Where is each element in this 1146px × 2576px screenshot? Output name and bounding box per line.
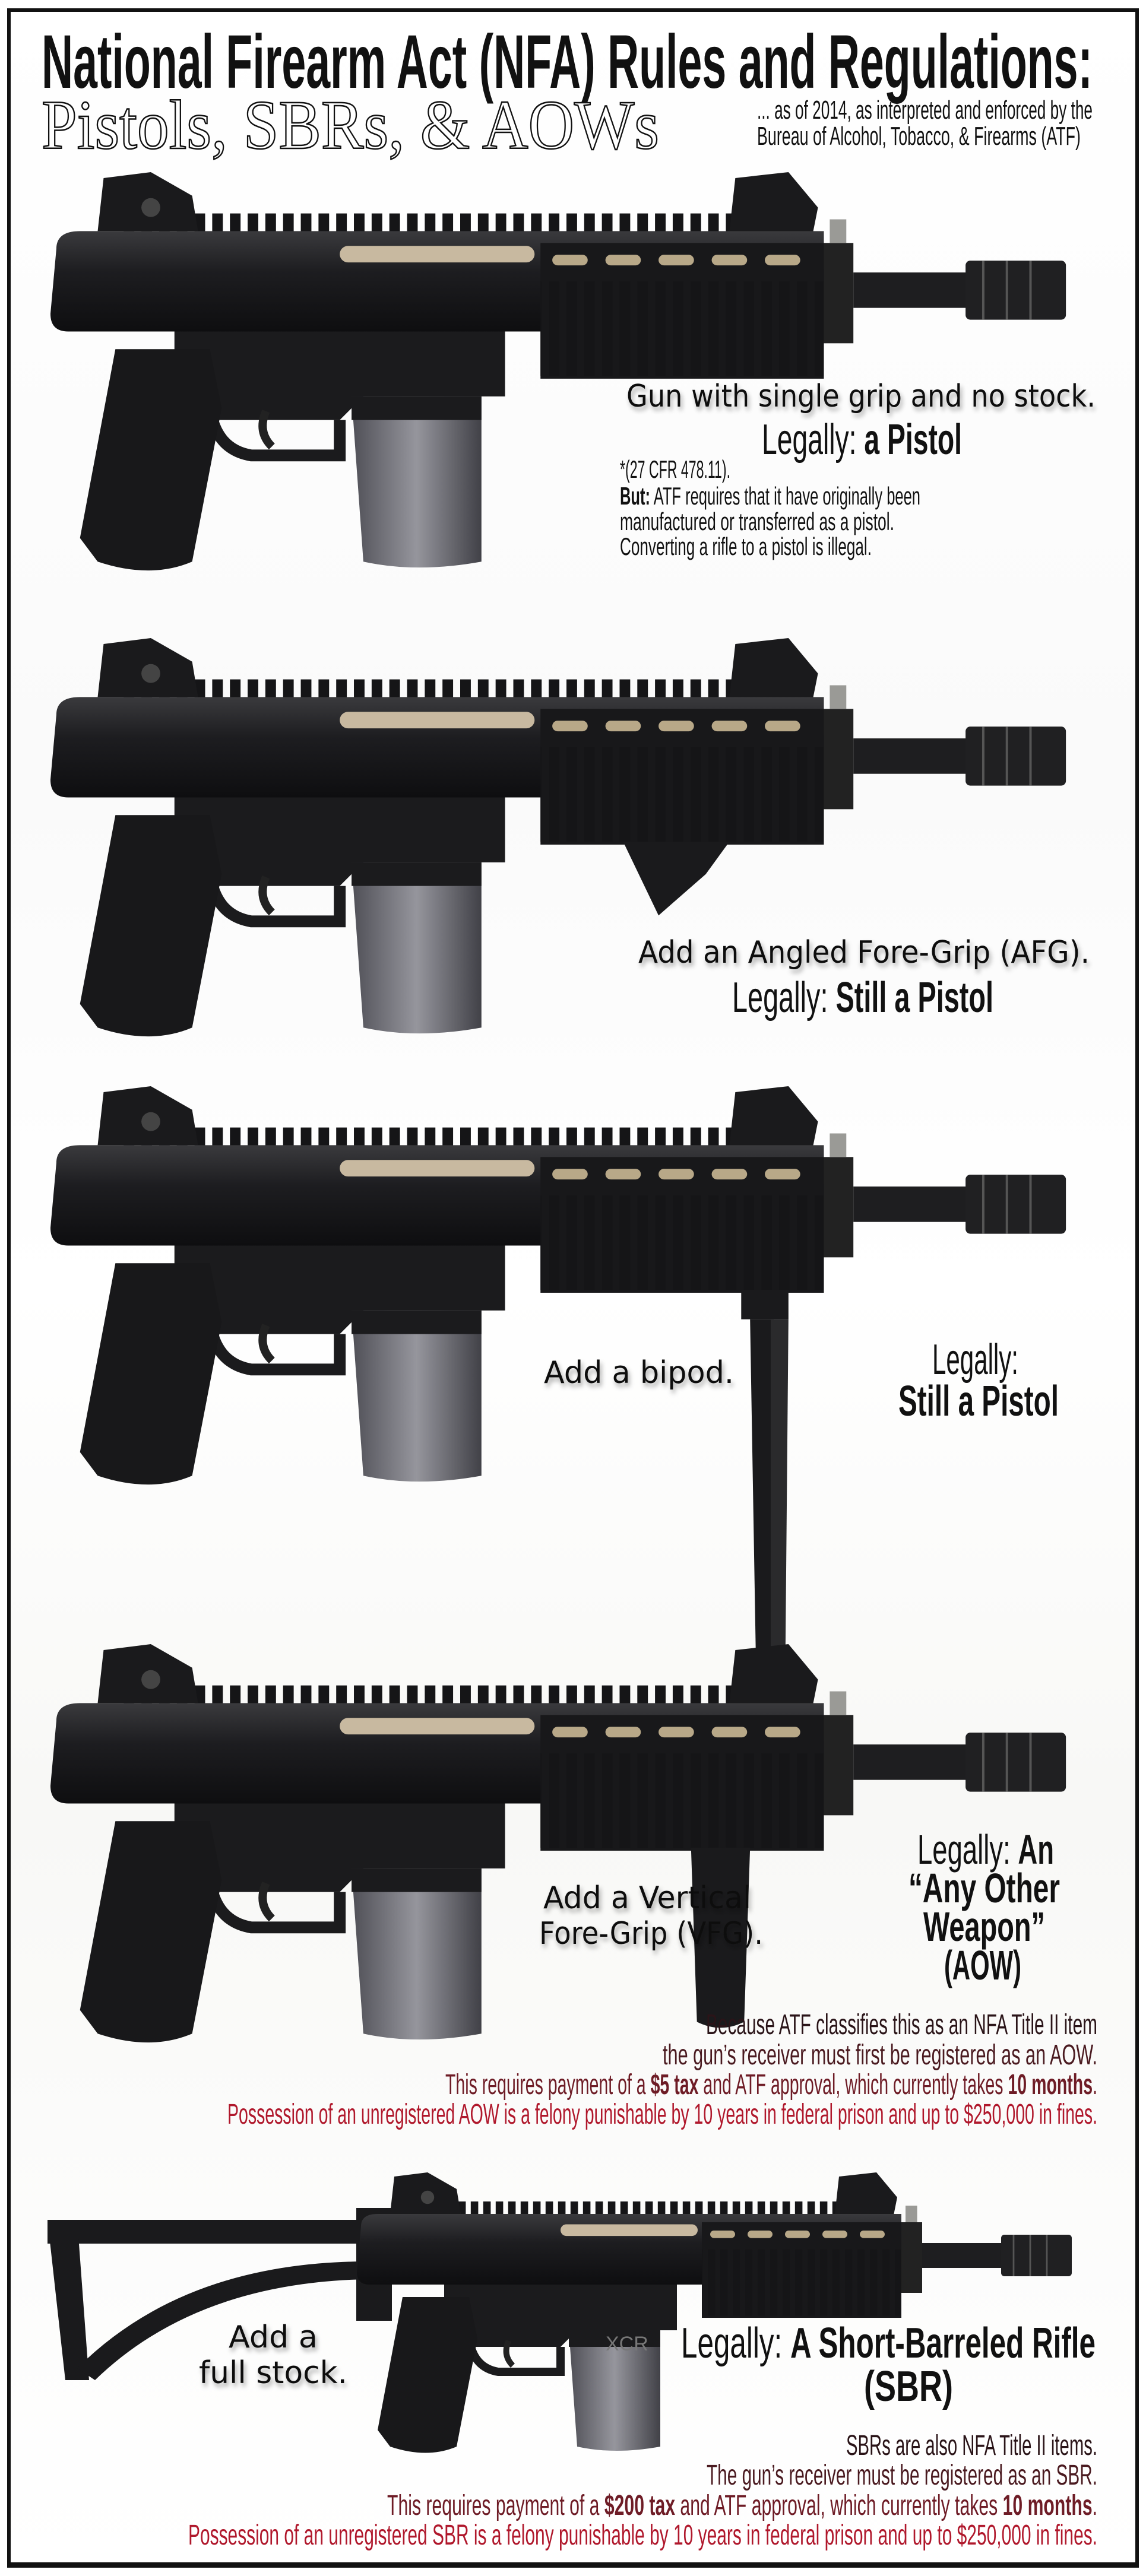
- panel5-legal-status: Legally: A Short-Barreled Rifle (SBR): [681, 2320, 1096, 2410]
- panel1-legal-status: Legally: a Pistol: [762, 416, 962, 464]
- sbr-explanation: SBRs are also NFA Title II items. The gu…: [188, 2430, 1097, 2551]
- svg-text:SBRs are also NFA Title II ite: SBRs are also NFA Title II items.: [846, 2430, 1097, 2461]
- svg-text:But: ATF requires that it have: But: ATF requires that it have originall…: [620, 482, 920, 510]
- panel2-legal-status: Legally: Still a Pistol: [732, 974, 993, 1021]
- panel2-caption: Add an Angled Fore-Grip (AFG).: [638, 935, 1090, 970]
- page-title: National Firearm Act (NFA) Rules and Reg…: [42, 20, 1093, 104]
- angled-fore-grip: [623, 842, 730, 916]
- svg-text:Possession of an unregistered: Possession of an unregistered SBR is a f…: [188, 2520, 1097, 2551]
- svg-text:This requires payment of a $5: This requires payment of a $5 tax and AT…: [445, 2069, 1097, 2101]
- svg-text:Legally:: Legally:: [932, 1336, 1018, 1384]
- pistol-with-vfg-image: [33, 1644, 1096, 2057]
- sbr-image: XCR: [48, 2172, 1093, 2505]
- svg-text:Still a Pistol: Still a Pistol: [898, 1378, 1059, 1425]
- svg-text:manufactured or transferred as: manufactured or transferred as a pistol.: [620, 507, 894, 535]
- svg-text:*(27 CFR 478.11).: *(27 CFR 478.11).: [620, 455, 730, 483]
- header-note: ... as of 2014, as interpreted and enfor…: [757, 96, 1093, 151]
- svg-text:Add a: Add a: [229, 2320, 318, 2355]
- svg-text:Fore-Grip (VFG).: Fore-Grip (VFG).: [539, 1916, 763, 1952]
- svg-text:Converting a rifle to a pistol: Converting a rifle to a pistol is illega…: [620, 532, 872, 560]
- svg-text:Weapon”: Weapon”: [923, 1904, 1045, 1950]
- vertical-fore-grip: [691, 1848, 751, 2028]
- page-subtitle: Pistols, SBRs, & AOWs: [42, 86, 659, 164]
- svg-text:Because ATF classifies this as: Because ATF classifies this as an NFA Ti…: [706, 2009, 1097, 2041]
- panel3-legal-status: Legally: Still a Pistol: [898, 1336, 1059, 1425]
- svg-text:the gun’s receiver must first: the gun’s receiver must first be registe…: [663, 2039, 1097, 2071]
- svg-text:Legally: A Short-Barreled Rifl: Legally: A Short-Barreled Rifle: [681, 2320, 1096, 2367]
- svg-text:“Any Other: “Any Other: [908, 1865, 1060, 1911]
- svg-text:... as of 2014, as interpreted: ... as of 2014, as interpreted and enfor…: [757, 96, 1093, 125]
- svg-text:Add a Vertical: Add a Vertical: [543, 1880, 751, 1916]
- svg-text:Possession of an unregistered: Possession of an unregistered AOW is a f…: [227, 2099, 1097, 2130]
- panel4-legal-status: Legally: An “Any Other Weapon” (AOW): [908, 1826, 1060, 1988]
- svg-text:full stock.: full stock.: [199, 2355, 347, 2391]
- svg-text:Bureau of Alcohol, Tobacco, &: Bureau of Alcohol, Tobacco, & Firearms (…: [757, 122, 1081, 151]
- panel4-caption: Add a Vertical Fore-Grip (VFG).: [539, 1880, 763, 1952]
- panel1-footnote: *(27 CFR 478.11). But: ATF requires that…: [620, 455, 920, 560]
- svg-text:(SBR): (SBR): [864, 2363, 953, 2410]
- aow-explanation: Because ATF classifies this as an NFA Ti…: [227, 2009, 1097, 2130]
- panel5-caption: Add a full stock.: [199, 2320, 347, 2391]
- svg-text:This requires payment of a $20: This requires payment of a $200 tax and …: [387, 2490, 1097, 2521]
- receiver-marking: XCR: [606, 2333, 648, 2355]
- pistol-with-afg-image: [33, 638, 1096, 1051]
- panel1-caption: Gun with single grip and no stock.: [626, 379, 1096, 414]
- panel3-caption: Add a bipod.: [544, 1355, 734, 1391]
- svg-text:(AOW): (AOW): [944, 1942, 1021, 1988]
- svg-text:The gun’s receiver must be reg: The gun’s receiver must be registered as…: [707, 2460, 1097, 2491]
- svg-text:Legally: An: Legally: An: [917, 1826, 1054, 1873]
